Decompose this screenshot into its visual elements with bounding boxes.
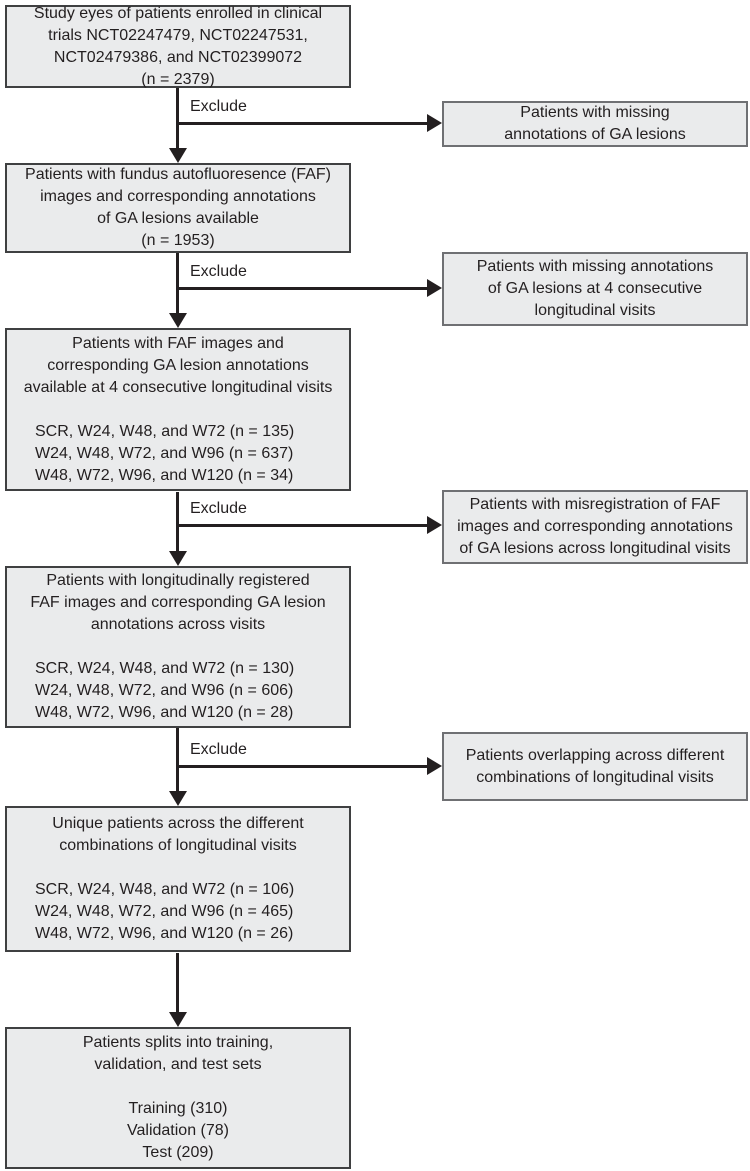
text-line: Patients with missing annotations: [476, 258, 714, 275]
cohort-count-line: W24, W48, W72, and W96 (n = 606): [35, 682, 294, 699]
arrowhead-right-icon: [427, 114, 442, 132]
text-line: (n = 2379): [141, 70, 215, 88]
text-line: validation, and test sets: [94, 1056, 262, 1073]
exclusion-box-misregistration: Patients with misregistration of FAF ima…: [442, 490, 748, 564]
text-line: Unique patients across the different: [52, 815, 304, 832]
connector-line-5: [176, 953, 179, 1013]
text-line: of GA lesions available: [97, 210, 259, 227]
arrowhead-down-icon: [169, 313, 187, 328]
text-line: annotations across visits: [90, 616, 266, 633]
text-line: Patients with FAF images and: [72, 334, 284, 352]
flow-box-longitudinally-registered: Patients with longitudinally registered …: [5, 566, 351, 728]
exclusion-box-missing-annotations: Patients with missing annotations of GA …: [442, 101, 748, 147]
cohort-count-line: W48, W72, W96, and W120 (n = 26): [35, 925, 294, 942]
text-line: FAF images and corresponding GA lesion: [30, 594, 326, 611]
box-header: Patients with fundus autofluoresence (FA…: [7, 164, 349, 252]
cohort-count-line: SCR, W24, W48, and W72 (n = 106): [35, 881, 295, 898]
box-header: Patients with missing annotations of GA …: [444, 256, 746, 322]
box-header: Study eyes of patients enrolled in clini…: [7, 3, 349, 91]
text-line: longitudinal visits: [534, 302, 656, 319]
split-count-line: Training (310): [128, 1100, 228, 1117]
text-line: Patients with missing: [520, 104, 670, 121]
text-line: images and corresponding annotations: [40, 188, 316, 205]
arrowhead-right-icon: [427, 516, 442, 534]
box-items: SCR, W24, W48, and W72 (n = 106) W24, W4…: [7, 879, 349, 945]
arrowhead-right-icon: [427, 279, 442, 297]
text-line: Patients with longitudinally registered: [46, 572, 310, 589]
flow-box-dataset-splits: Patients splits into training, validatio…: [5, 1027, 351, 1169]
exclude-branch-line-4: [176, 765, 428, 768]
text-line: Patients with fundus autofluoresence (FA…: [25, 166, 331, 183]
text-line: (n = 1953): [141, 232, 215, 249]
box-items: SCR, W24, W48, and W72 (n = 130) W24, W4…: [7, 658, 349, 724]
text-line: combinations of longitudinal visits: [59, 837, 297, 854]
connector-line-3: [176, 492, 179, 552]
box-header: Unique patients across the different com…: [7, 813, 349, 857]
exclude-branch-line-3: [176, 524, 428, 527]
text-line: of GA lesions across longitudinal visits: [459, 540, 731, 557]
cohort-count-line: W48, W72, W96, and W120 (n = 28): [35, 704, 294, 721]
box-header: Patients with FAF images and correspondi…: [7, 333, 349, 399]
arrowhead-down-icon: [169, 551, 187, 566]
flow-box-unique-patients: Unique patients across the different com…: [5, 806, 351, 952]
text-line: Study eyes of patients enrolled in clini…: [33, 4, 323, 22]
text-line: annotations of GA lesions: [504, 126, 686, 143]
exclude-label-2: Exclude: [190, 263, 247, 280]
text-line: available at 4 consecutive longitudinal …: [23, 378, 333, 396]
exclude-label-3: Exclude: [190, 500, 247, 517]
cohort-count-line: W24, W48, W72, and W96 (n = 637): [35, 444, 294, 462]
exclude-branch-line-1: [176, 122, 428, 125]
split-count-line: Test (209): [142, 1144, 214, 1161]
split-count-line: Validation (78): [127, 1122, 229, 1139]
exclude-branch-line-2: [176, 287, 428, 290]
connector-line-1: [176, 88, 179, 150]
arrowhead-down-icon: [169, 791, 187, 806]
text-line: Patients overlapping across different: [465, 746, 725, 764]
exclusion-box-overlapping-patients: Patients overlapping across different co…: [442, 732, 748, 801]
text-line: Patients with misregistration of FAF: [469, 496, 721, 513]
exclude-label-4: Exclude: [190, 741, 247, 758]
cohort-count-line: W48, W72, W96, and W120 (n = 34): [35, 466, 294, 484]
cohort-count-line: SCR, W24, W48, and W72 (n = 135): [35, 422, 295, 440]
cohort-count-line: SCR, W24, W48, and W72 (n = 130): [35, 660, 295, 677]
text-line: Patients splits into training,: [82, 1034, 274, 1051]
cohort-count-line: W24, W48, W72, and W96 (n = 465): [35, 903, 294, 920]
box-header: Patients with missing annotations of GA …: [444, 102, 746, 146]
flow-box-faf-available: Patients with fundus autofluoresence (FA…: [5, 163, 351, 253]
exclusion-box-missing-annotations-4-visits: Patients with missing annotations of GA …: [442, 252, 748, 326]
arrowhead-down-icon: [169, 148, 187, 163]
box-header: Patients with misregistration of FAF ima…: [444, 494, 746, 560]
arrowhead-right-icon: [427, 757, 442, 775]
box-header: Patients with longitudinally registered …: [7, 570, 349, 636]
text-line: corresponding GA lesion annotations: [47, 356, 309, 374]
flow-box-faf-4-consecutive-visits: Patients with FAF images and correspondi…: [5, 328, 351, 491]
text-line: images and corresponding annotations: [457, 518, 733, 535]
box-items: Training (310) Validation (78) Test (209…: [7, 1098, 349, 1164]
text-line: of GA lesions at 4 consecutive: [487, 280, 703, 297]
exclude-label-1: Exclude: [190, 98, 247, 115]
connector-line-4: [176, 728, 179, 792]
text-line: NCT02479386, and NCT02399072: [53, 48, 303, 66]
box-header: Patients splits into training, validatio…: [7, 1032, 349, 1076]
flow-box-enrolled: Study eyes of patients enrolled in clini…: [5, 5, 351, 88]
box-header: Patients overlapping across different co…: [444, 745, 746, 789]
text-line: combinations of longitudinal visits: [476, 768, 714, 786]
arrowhead-down-icon: [169, 1012, 187, 1027]
text-line: trials NCT02247479, NCT02247531,: [48, 26, 308, 44]
box-items: SCR, W24, W48, and W72 (n = 135) W24, W4…: [7, 421, 349, 487]
connector-line-2: [176, 253, 179, 314]
